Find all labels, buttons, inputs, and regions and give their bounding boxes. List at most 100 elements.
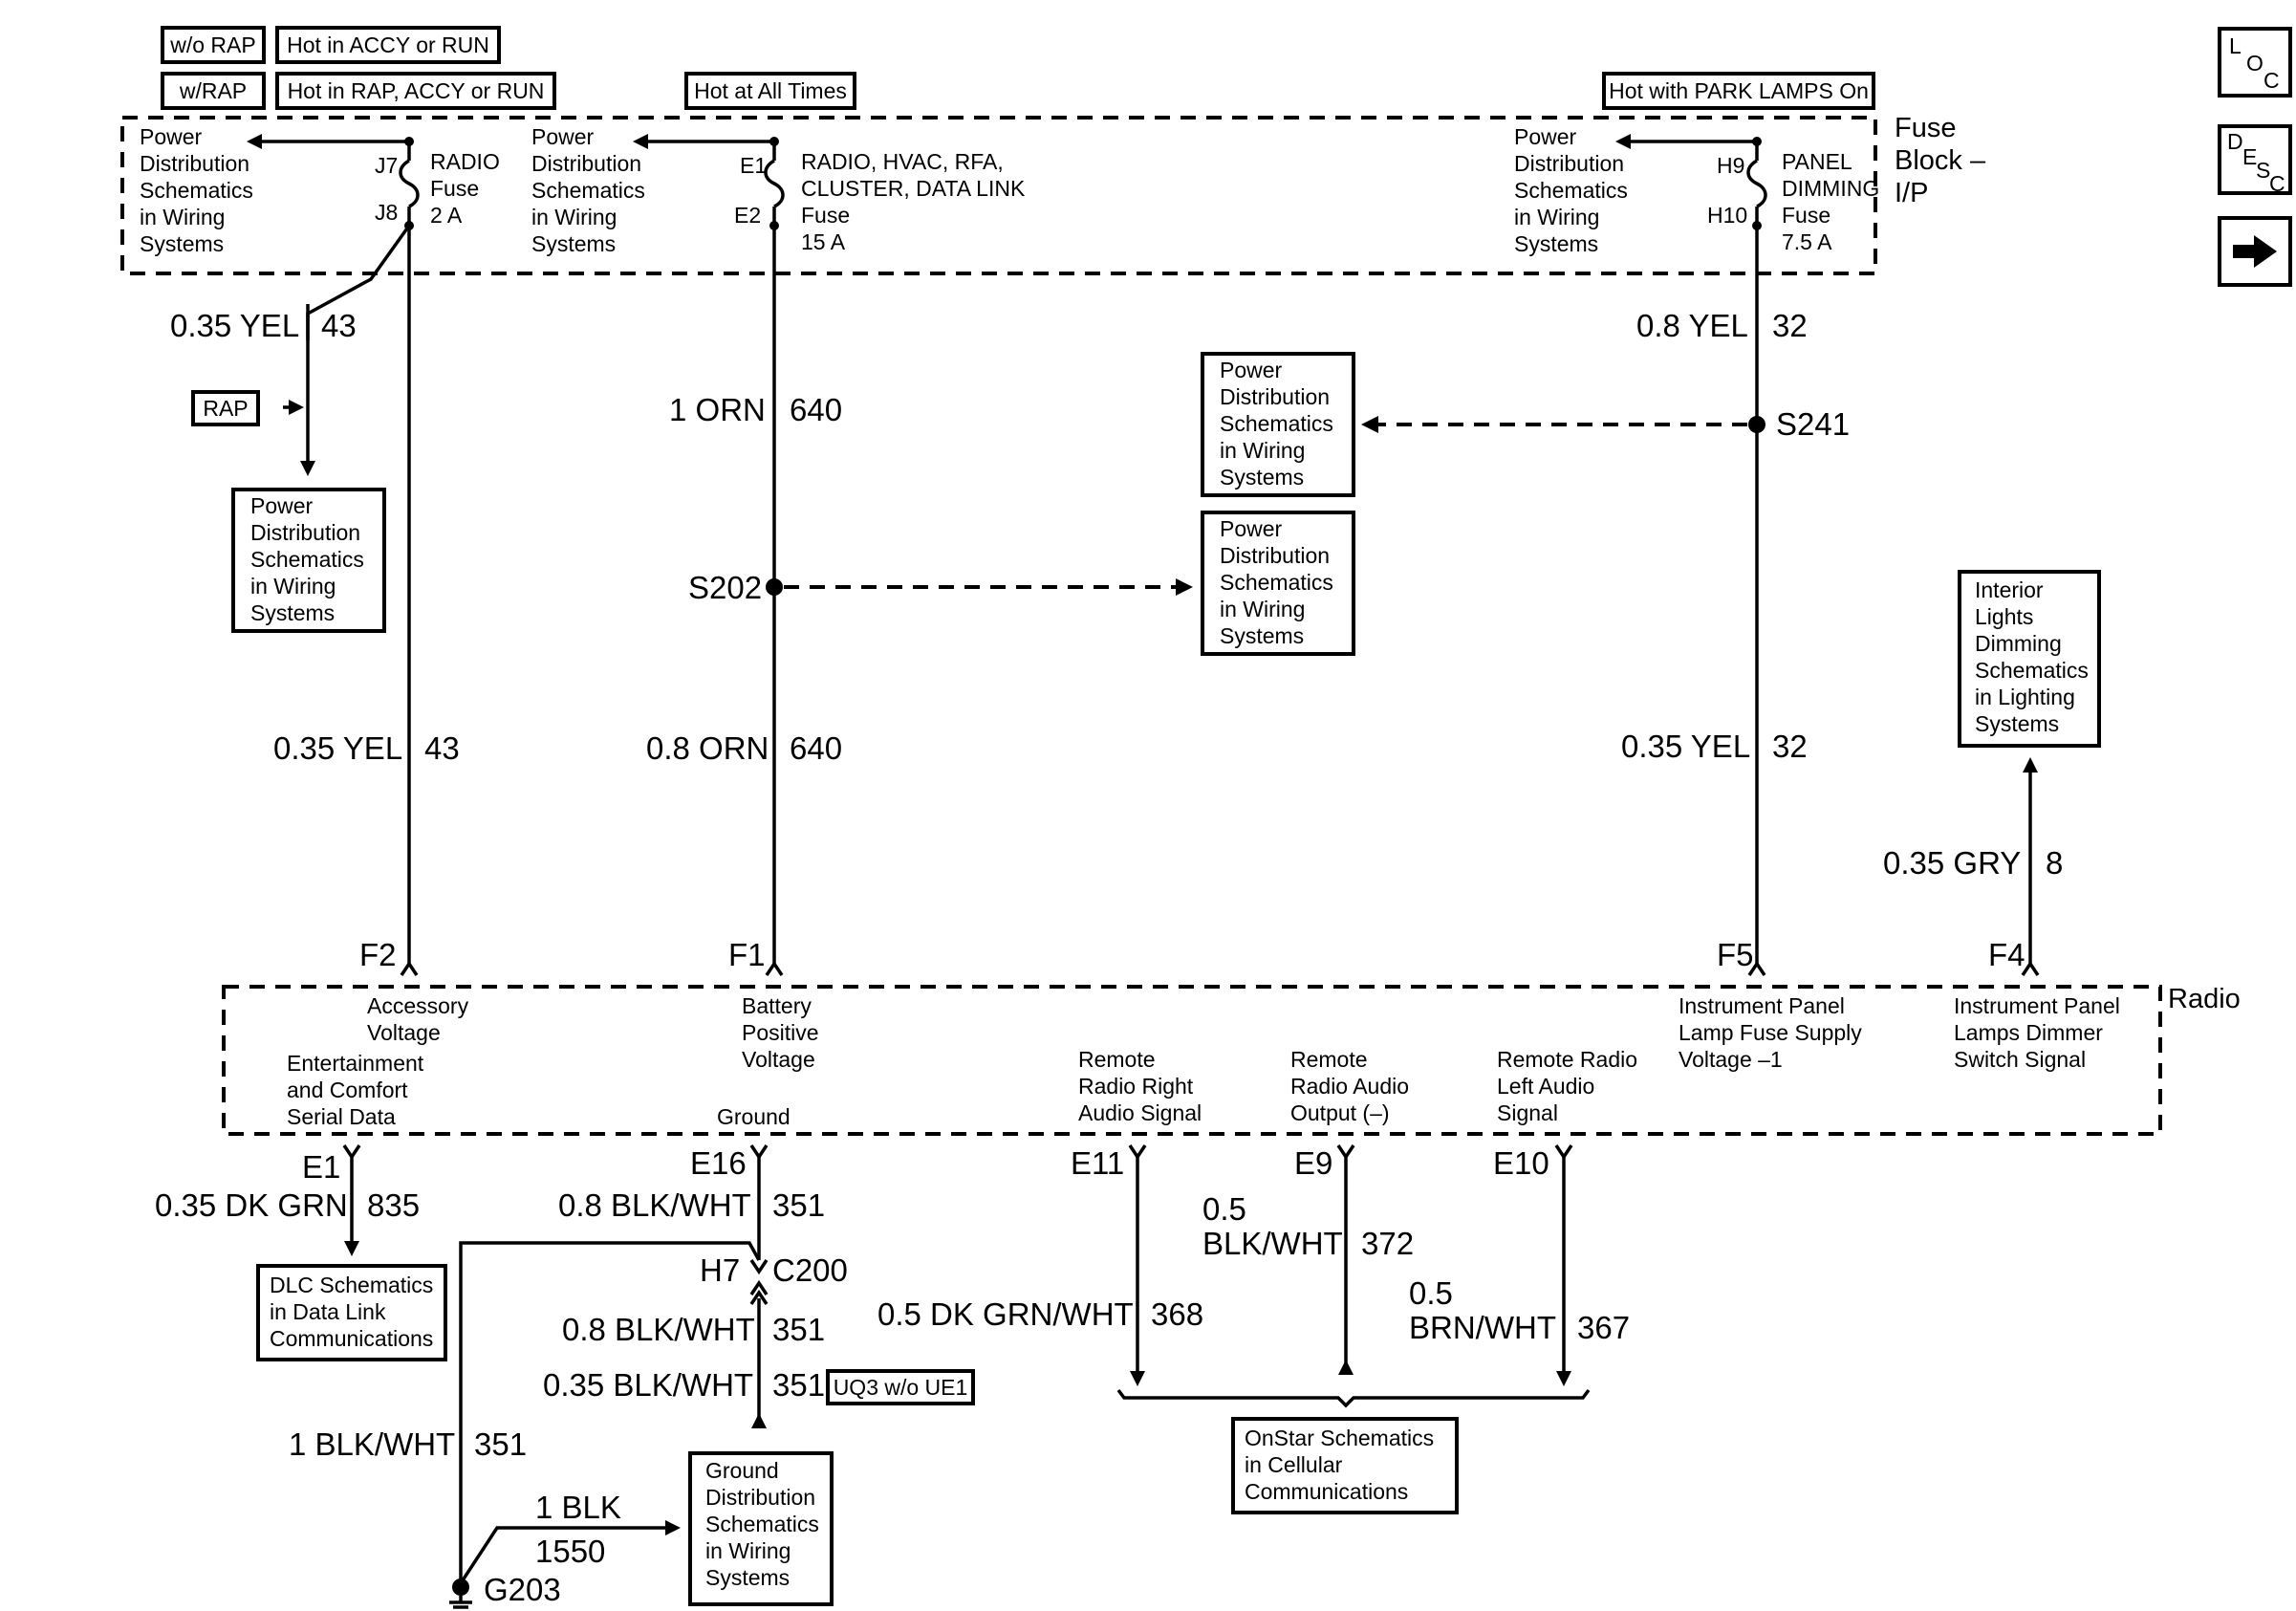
svg-text:D: D: [2227, 129, 2243, 154]
fuse-pd-ref-left: Power Distribution Schematics in Wiring …: [140, 124, 253, 256]
svg-text:Schematics: Schematics: [1514, 178, 1628, 203]
wire-367-gauge-line2: BRN/WHT: [1409, 1310, 1556, 1345]
circuit-351: 0.8 BLK/WHT 351 H7 C200 0.8 BLK/WHT 351 …: [289, 1157, 975, 1609]
desc-button[interactable]: D E S C: [2218, 124, 2292, 196]
wire-43-mid-circuit: 43: [424, 730, 460, 766]
svg-text:Schematics: Schematics: [140, 178, 253, 203]
splice-s241: S241: [1776, 406, 1850, 442]
wire-351-c-gauge: 0.35 BLK/WHT: [543, 1367, 753, 1403]
wire-640-mid-circuit: 640: [790, 730, 842, 766]
svg-text:in Wiring: in Wiring: [140, 205, 225, 229]
svg-text:Switch Signal: Switch Signal: [1954, 1047, 2086, 1072]
svg-text:Radio Audio: Radio Audio: [1290, 1074, 1409, 1099]
dimming-fuse-pin-in: H9: [1717, 153, 1744, 178]
svg-text:Power: Power: [140, 124, 203, 149]
ground-distribution-ref-box: Ground Distribution Schematics in Wiring…: [688, 1451, 834, 1606]
interior-lights-ref-box: Interior Lights Dimming Schematics in Li…: [1958, 570, 2101, 748]
radio-ground-label: Ground: [717, 1104, 791, 1129]
fuse-block-name-line3: I/P: [1895, 178, 1928, 208]
svg-text:Instrument Panel: Instrument Panel: [1954, 993, 2120, 1018]
circuit-8: 0.35 GRY 8: [1883, 757, 2063, 966]
svg-text:Ground: Ground: [705, 1458, 779, 1483]
loc-button[interactable]: L O C: [2218, 27, 2292, 98]
circuit-372: 0.5 BLK/WHT 372: [1202, 1157, 1414, 1375]
svg-text:and Comfort: and Comfort: [287, 1078, 408, 1102]
panel-dimming-fuse: H9 H10 PANEL DIMMING Fuse 7.5 A: [1615, 134, 1879, 254]
svg-text:Systems: Systems: [250, 600, 335, 625]
svg-text:Lights: Lights: [1975, 604, 2033, 629]
pin-e9: E9: [1294, 1145, 1332, 1181]
svg-text:Systems: Systems: [1975, 711, 2059, 736]
pd-ref-box-center-top: Power Distribution Schematics in Wiring …: [1201, 352, 1355, 497]
svg-text:OnStar Schematics: OnStar Schematics: [1245, 1426, 1434, 1450]
svg-text:Power: Power: [531, 124, 595, 149]
wire-8-gauge: 0.35 GRY: [1883, 845, 2021, 881]
svg-text:RADIO: RADIO: [430, 149, 500, 174]
svg-text:Power: Power: [1220, 358, 1283, 382]
svg-text:Interior: Interior: [1975, 577, 2044, 602]
wire-351-a-circuit: 351: [772, 1187, 825, 1223]
wire-1550-gauge: 1 BLK: [535, 1490, 621, 1525]
svg-text:Power: Power: [1220, 516, 1283, 541]
svg-text:Schematics: Schematics: [1220, 570, 1333, 595]
svg-text:7.5 A: 7.5 A: [1782, 229, 1832, 254]
svg-text:Positive: Positive: [742, 1020, 819, 1045]
fuse-block: Fuse Block – I/P Power Distribution Sche…: [120, 113, 1986, 275]
svg-text:Communications: Communications: [1245, 1479, 1408, 1504]
wire-32-top-gauge: 0.8 YEL: [1636, 308, 1748, 343]
wire-32-mid-circuit: 32: [1772, 729, 1808, 764]
next-button[interactable]: [2218, 216, 2292, 287]
radio-name: Radio: [2168, 984, 2241, 1014]
wire-43-top-circuit: 43: [321, 308, 357, 343]
fuse-pd-ref-right: Power Distribution Schematics in Wiring …: [1514, 124, 1628, 256]
wire-32-mid-gauge: 0.35 YEL: [1621, 729, 1750, 764]
wire-43-top-gauge: 0.35 YEL: [170, 308, 299, 343]
svg-text:Systems: Systems: [531, 231, 616, 256]
wire-367-gauge-line1: 0.5: [1409, 1275, 1453, 1311]
pin-f1: F1: [728, 937, 766, 972]
tag-w-rap: w/RAP: [179, 78, 247, 103]
header-tags: w/o RAP Hot in ACCY or RUN w/RAP Hot in …: [161, 26, 1875, 110]
svg-text:Systems: Systems: [1514, 231, 1598, 256]
wire-640-mid-gauge: 0.8 ORN: [646, 730, 769, 766]
svg-text:RADIO, HVAC, RFA,: RADIO, HVAC, RFA,: [801, 149, 1004, 174]
wire-8-circuit: 8: [2046, 845, 2063, 881]
svg-text:Fuse: Fuse: [430, 176, 479, 201]
svg-text:Communications: Communications: [270, 1326, 433, 1351]
splice-s241-dot: [1748, 416, 1765, 433]
wire-43-mid-gauge: 0.35 YEL: [273, 730, 402, 766]
wire-351-d-gauge: 1 BLK/WHT: [289, 1426, 455, 1462]
rap-tag: RAP: [191, 390, 260, 426]
svg-text:Fuse: Fuse: [1782, 203, 1830, 228]
svg-text:Schematics: Schematics: [1975, 658, 2089, 683]
svg-text:Left Audio: Left Audio: [1497, 1074, 1594, 1099]
pd-ref-box-left: Power Distribution Schematics in Wiring …: [231, 488, 386, 633]
uq3-option-tag: UQ3 w/o UE1: [834, 1375, 968, 1400]
circuit-32: 0.8 YEL 32 S241 0.35 YEL 32: [1361, 226, 1850, 966]
svg-text:in Wiring: in Wiring: [705, 1538, 791, 1563]
svg-text:Schematics: Schematics: [705, 1512, 819, 1536]
splice-s202: S202: [688, 570, 762, 605]
svg-text:Systems: Systems: [1220, 465, 1304, 490]
pin-f4: F4: [1988, 937, 2025, 972]
pin-f5: F5: [1717, 937, 1754, 972]
svg-text:Power: Power: [1514, 124, 1577, 149]
wire-640-top-gauge: 1 ORN: [669, 392, 766, 427]
svg-text:Remote: Remote: [1078, 1047, 1156, 1072]
svg-text:C: C: [2269, 171, 2285, 196]
svg-text:Systems: Systems: [705, 1565, 790, 1590]
radio-bottom-pins: E1 E16 E11 E9 E10: [302, 1144, 1573, 1185]
wire-351-d-circuit: 351: [474, 1426, 527, 1462]
wire-835-gauge: 0.35 DK GRN: [155, 1187, 348, 1223]
svg-text:Voltage: Voltage: [367, 1020, 441, 1045]
tag-hot-all-times: Hot at All Times: [694, 78, 847, 103]
wire-351-b-circuit: 351: [772, 1312, 825, 1347]
onstar-ref-box: OnStar Schematics in Cellular Communicat…: [1231, 1417, 1459, 1514]
svg-text:E: E: [2242, 144, 2257, 169]
wire-351-c-circuit: 351: [772, 1367, 825, 1403]
svg-text:L: L: [2229, 33, 2242, 58]
wire-368-circuit: 368: [1151, 1296, 1203, 1332]
svg-text:Distribution: Distribution: [1514, 151, 1624, 176]
pin-e1: E1: [302, 1149, 340, 1185]
svg-text:CLUSTER, DATA LINK: CLUSTER, DATA LINK: [801, 176, 1026, 201]
